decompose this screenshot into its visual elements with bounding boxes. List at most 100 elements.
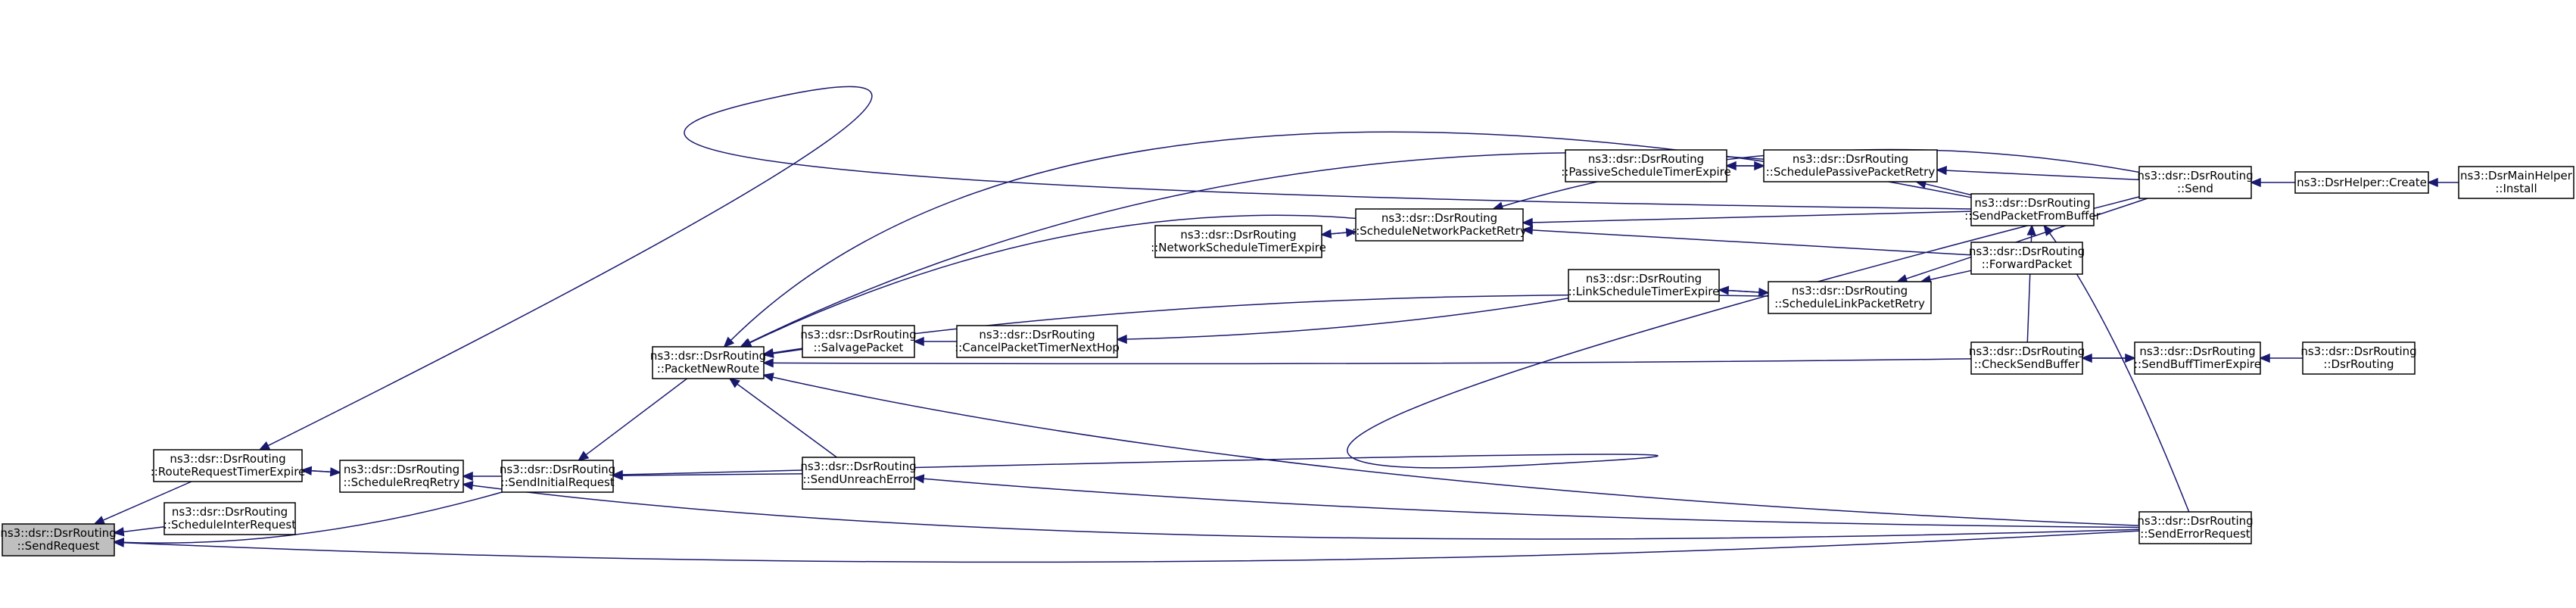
node-label-line2: ::ScheduleInterRequest [164, 518, 296, 532]
node-box[interactable] [2134, 341, 2261, 375]
node-checkSendBuffer[interactable]: ns3::dsr::DsrRouting::CheckSendBuffer [1969, 341, 2085, 375]
edge-arrowhead [113, 527, 125, 537]
edge-arrowhead [1936, 166, 1948, 176]
node-box[interactable] [2458, 166, 2574, 199]
node-schedulePassivePacketRetry[interactable]: ns3::dsr::DsrRouting::SchedulePassivePac… [1763, 149, 1938, 182]
node-sendRequest[interactable]: ns3::dsr::DsrRouting::SendRequest [0, 523, 117, 557]
node-box[interactable] [802, 325, 915, 358]
edge-arrowhead [1522, 217, 1533, 228]
node-label-line1: ns3::dsr::DsrRouting [800, 328, 916, 341]
edge-sendInitialRequest-to-scheduleRreqRetry [462, 471, 502, 482]
edge-send-to-scheduleLinkPacketRetry [1895, 198, 2148, 283]
node-box[interactable] [1568, 269, 1720, 302]
node-routeRequestTimerExpire[interactable]: ns3::dsr::DsrRouting::RouteRequestTimerE… [151, 449, 306, 482]
edge-arrowhead [1758, 287, 1770, 298]
edge-arrowhead [913, 474, 925, 484]
node-linkScheduleTimerExpire[interactable]: ns3::dsr::DsrRouting::LinkScheduleTimerE… [1568, 269, 1720, 302]
edge-line [123, 525, 165, 533]
edge-arrowhead [2259, 353, 2270, 363]
node-box[interactable] [1154, 225, 1322, 258]
edge-dsrHelperCreate-to-send [2250, 177, 2295, 188]
node-label-line2: ::ScheduleLinkPacketRetry [1774, 297, 1925, 310]
edge-line [102, 481, 192, 521]
node-cancelPacketTimerNextHop[interactable]: ns3::dsr::DsrRouting::CancelPacketTimerN… [955, 325, 1120, 358]
node-box[interactable] [1970, 193, 2095, 226]
node-box[interactable] [1355, 208, 1524, 242]
node-dsrHelperCreate[interactable]: ns3::DsrHelper::Create [2294, 171, 2429, 194]
edge-line [772, 348, 803, 354]
node-label-line1: ns3::dsr::DsrRouting [1381, 211, 1497, 225]
node-scheduleNetworkPacketRetry[interactable]: ns3::dsr::DsrRouting::ScheduleNetworkPac… [1352, 208, 1527, 242]
node-scheduleLinkPacketRetry[interactable]: ns3::dsr::DsrRouting::ScheduleLinkPacket… [1768, 281, 1932, 314]
edge-line [772, 358, 1972, 365]
node-label-line1: ns3::dsr::DsrRouting [1586, 272, 1702, 285]
node-box[interactable] [2294, 171, 2429, 194]
edge-line [1531, 229, 1972, 256]
node-layer: ns3::dsr::DsrRouting::SendRequestns3::ds… [0, 149, 2574, 557]
node-sendBuffTimerExpire[interactable]: ns3::dsr::DsrRouting::SendBuffTimerExpir… [2134, 341, 2261, 375]
edge-sendPacketFromBuffer-to-schedulePassivePacketRetry [1914, 179, 1972, 196]
node-sendInitialRequest[interactable]: ns3::dsr::DsrRouting::SendInitialRequest [500, 460, 615, 493]
node-label-line1: ns3::dsr::DsrRouting [0, 526, 116, 540]
node-box[interactable] [501, 460, 614, 493]
node-box[interactable] [1763, 149, 1938, 182]
node-box[interactable] [1565, 149, 1727, 182]
edge-checkSendBuffer-to-sendBuffTimerExpire [2082, 353, 2136, 363]
node-sendPacketFromBuffer[interactable]: ns3::dsr::DsrRouting::SendPacketFromBuff… [1964, 193, 2101, 226]
edge-line [301, 469, 332, 473]
edge-arrowhead [1522, 225, 1534, 235]
node-box[interactable] [956, 325, 1118, 358]
node-scheduleInterRequest[interactable]: ns3::dsr::DsrRouting::ScheduleInterReque… [164, 502, 296, 535]
node-box[interactable] [802, 457, 915, 490]
node-box[interactable] [164, 502, 296, 535]
node-passiveScheduleTimerExpire[interactable]: ns3::dsr::DsrRouting::PassiveScheduleTim… [1561, 149, 1731, 182]
node-label-line2: ::SchedulePassivePacketRetry [1766, 165, 1936, 179]
node-box[interactable] [339, 460, 464, 493]
node-box[interactable] [2302, 341, 2416, 375]
edge-arrowhead [762, 358, 774, 368]
node-label-line2: ::SendBuffTimerExpire [2134, 357, 2261, 371]
node-box[interactable] [1970, 341, 2083, 375]
node-box[interactable] [1970, 242, 2083, 275]
node-box[interactable] [2138, 166, 2252, 199]
edge-arrowhead [329, 467, 341, 477]
node-label-line1: ns3::dsr::DsrRouting [1969, 245, 2085, 258]
node-box[interactable] [652, 346, 765, 379]
node-dsrRoutingCtor[interactable]: ns3::dsr::DsrRouting::DsrRouting [2300, 341, 2417, 375]
node-label-line1: ns3::dsr::DsrRouting [650, 349, 766, 363]
node-label-line1: ns3::dsr::DsrRouting [979, 328, 1095, 341]
node-box[interactable] [1768, 281, 1932, 314]
node-sendUnreachError[interactable]: ns3::dsr::DsrRouting::SendUnreachError [800, 457, 917, 490]
node-label-line2: ::SendErrorRequest [2140, 527, 2250, 541]
edge-line [123, 530, 2140, 563]
edge-arrowhead [762, 348, 774, 358]
edge-checkSendBuffer-to-packetNewRoute [762, 358, 1972, 368]
edge-arrowhead [1754, 161, 1765, 171]
node-label-line1: ns3::dsr::DsrRouting [500, 463, 615, 476]
edge-line [1126, 298, 1569, 340]
edge-line [1321, 232, 1347, 235]
node-label-line1: ns3::dsr::DsrRouting [172, 505, 288, 519]
node-send[interactable]: ns3::dsr::DsrRouting::Send [2137, 166, 2254, 199]
node-label-line1: ns3::dsr::DsrRouting [2137, 169, 2253, 182]
edge-sendErrorRequest-to-packetNewRoute [762, 373, 2140, 526]
edge-networkScheduleTimerExpire-to-scheduleNetworkPacketRetry [1321, 228, 1357, 238]
edge-line [749, 214, 1357, 344]
node-forwardPacket[interactable]: ns3::dsr::DsrRouting::ForwardPacket [1969, 242, 2085, 275]
node-salvagePacket[interactable]: ns3::dsr::DsrRouting::SalvagePacket [800, 325, 917, 358]
node-scheduleRreqRetry[interactable]: ns3::dsr::DsrRouting::ScheduleRreqRetry [339, 460, 464, 493]
node-dsrMainHelperInstall[interactable]: ns3::DsrMainHelper::Install [2458, 166, 2574, 199]
node-box[interactable] [2, 523, 115, 557]
node-label-line2: ::PassiveScheduleTimerExpire [1561, 165, 1731, 179]
edge-forwardPacket-to-scheduleNetworkPacketRetry [1522, 225, 1972, 256]
edge-arrowhead [113, 538, 124, 547]
node-box[interactable] [2138, 511, 2252, 544]
node-label-line1: ns3::dsr::DsrRouting [2300, 345, 2416, 358]
edge-arrowhead [93, 516, 106, 525]
node-networkScheduleTimerExpire[interactable]: ns3::dsr::DsrRouting::NetworkScheduleTim… [1151, 225, 1326, 258]
node-label-line2: ::ScheduleNetworkPacketRetry [1352, 224, 1527, 238]
edge-line [1925, 183, 1972, 196]
node-sendErrorRequest[interactable]: ns3::dsr::DsrRouting::SendErrorRequest [2137, 511, 2254, 544]
node-box[interactable] [153, 449, 303, 482]
node-packetNewRoute[interactable]: ns3::dsr::DsrRouting::PacketNewRoute [650, 346, 766, 379]
